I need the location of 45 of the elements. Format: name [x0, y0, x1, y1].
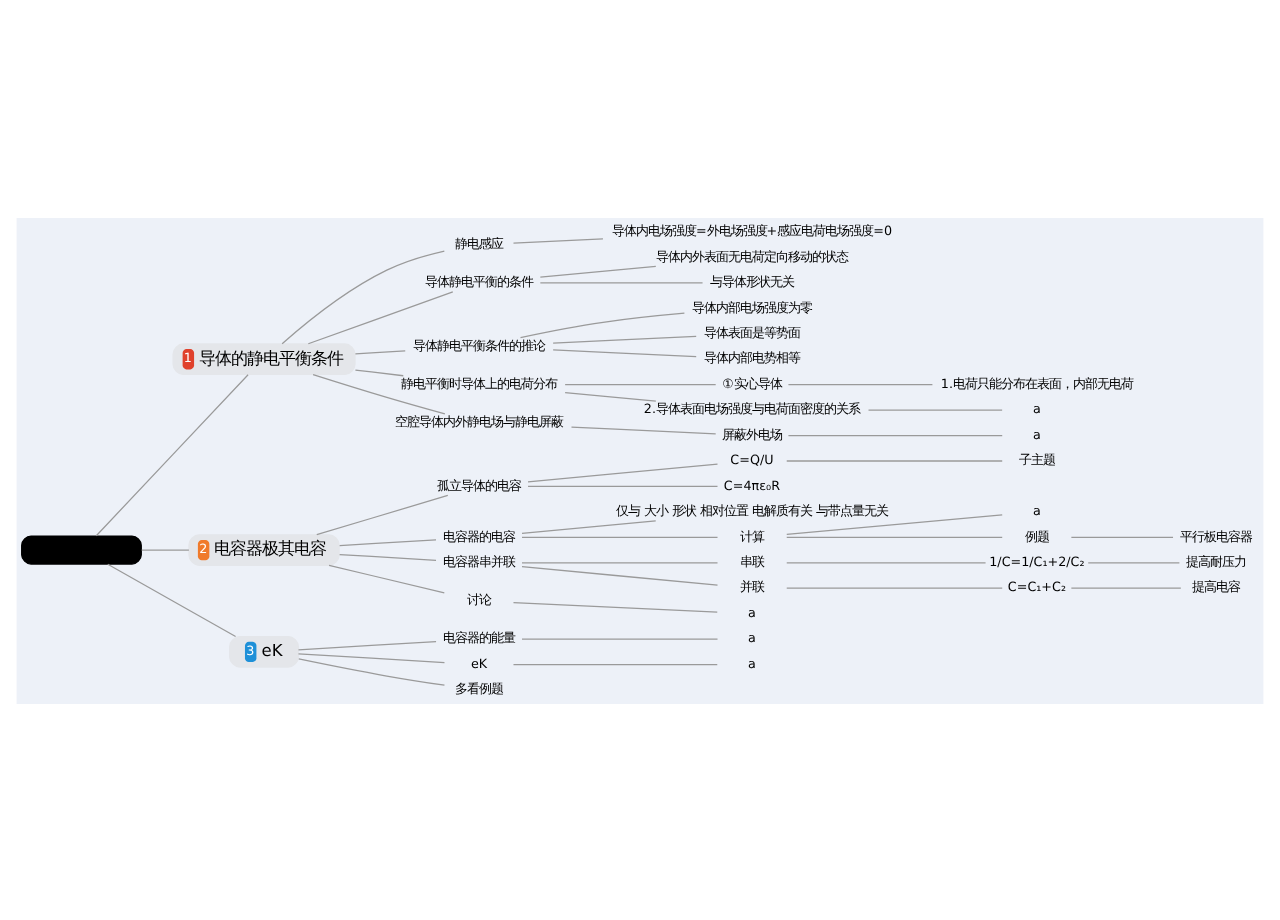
connector	[339, 552, 437, 560]
connector	[328, 563, 445, 593]
connector	[527, 484, 719, 487]
connector	[297, 639, 437, 650]
connector	[564, 391, 657, 401]
connector	[787, 433, 1003, 436]
connector	[527, 462, 719, 482]
connector	[521, 565, 719, 585]
connector	[786, 535, 1003, 537]
connector	[1070, 586, 1182, 588]
connector	[298, 657, 446, 685]
connector	[519, 311, 686, 338]
connector	[307, 290, 454, 344]
connector	[512, 662, 718, 665]
connector	[512, 237, 604, 243]
connector	[786, 561, 987, 563]
connector	[521, 535, 719, 537]
connector	[867, 408, 1003, 410]
connector	[354, 349, 406, 354]
connector	[512, 600, 718, 612]
connector	[312, 372, 446, 414]
connector	[786, 586, 1003, 588]
connector	[141, 548, 190, 550]
connector	[521, 637, 719, 639]
connector	[552, 334, 697, 343]
connector	[354, 368, 404, 376]
connector	[316, 493, 449, 535]
connector	[521, 519, 657, 534]
connector	[570, 425, 717, 434]
connector	[281, 249, 445, 344]
connector	[521, 561, 719, 563]
connector	[297, 652, 446, 663]
connector	[786, 513, 1003, 534]
connector	[1087, 561, 1180, 563]
connector	[1070, 535, 1174, 537]
node-box	[21, 534, 142, 564]
connector	[95, 373, 249, 536]
connector	[339, 538, 437, 546]
connector	[786, 459, 1003, 461]
connector	[564, 383, 717, 385]
connector	[539, 264, 657, 277]
connector	[787, 383, 934, 385]
connector	[107, 562, 237, 637]
connector	[539, 281, 704, 283]
connector	[552, 348, 697, 357]
